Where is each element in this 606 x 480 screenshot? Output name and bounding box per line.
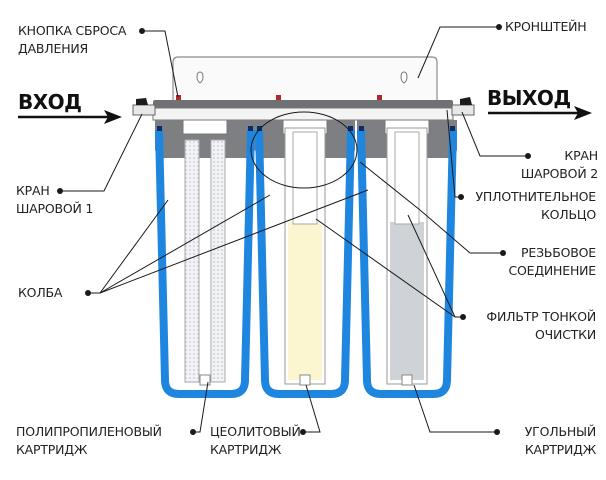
- pressure-button-2: [276, 95, 281, 100]
- leader-carbon: [413, 384, 497, 433]
- label-ball-valve-1: КРАН ШАРОВОЙ 1: [16, 183, 94, 216]
- bracket-slot-right: [400, 71, 408, 84]
- inlet-label: ВХОД: [18, 90, 82, 114]
- outlet-arrow: [488, 106, 592, 120]
- cartridge-core: [394, 131, 420, 225]
- bracket: [172, 56, 438, 100]
- label-fine-filter: ФИЛЬТР ТОНКОЙ ОЧИСТКИ: [486, 309, 596, 342]
- leader-flask-2: [99, 194, 271, 294]
- ball-valve-1: [132, 98, 156, 116]
- leader-valve-2: [461, 111, 528, 157]
- leader-valve-1: [60, 113, 143, 192]
- cartridge-core: [292, 131, 318, 225]
- outlet-label: ВЫХОД: [487, 86, 571, 110]
- ball-valve-2: [451, 97, 475, 116]
- flask-wall: [155, 129, 255, 398]
- cartridge-base: [401, 374, 413, 386]
- label-bracket: КРОНШТЕЙН: [505, 19, 587, 34]
- cartridge-base: [199, 374, 211, 386]
- leader-flask-3: [99, 189, 369, 294]
- pressure-button-3: [377, 95, 382, 100]
- label-carbon-cartridge: УГОЛЬНЫЙ КАРТРИДЖ: [524, 424, 596, 457]
- thread-highlight: [250, 111, 358, 189]
- leader-bracket: [417, 26, 499, 79]
- pp-cartridge-right: [210, 139, 226, 383]
- leader-flask-1: [88, 199, 169, 294]
- label-flask: КОЛБА: [18, 285, 63, 300]
- inlet-arrow: [18, 110, 122, 124]
- leader-pressure-button: [142, 30, 179, 98]
- bracket-slot-left: [196, 71, 204, 84]
- leader-pp: [193, 381, 209, 433]
- flask-wall: [357, 129, 457, 398]
- cartridge-media: [390, 222, 424, 380]
- cartridge-media: [288, 222, 322, 380]
- seal-ring: [348, 126, 353, 131]
- flask-wall: [255, 129, 355, 398]
- seal-ring: [450, 126, 455, 131]
- flask-polypropylene: [155, 119, 255, 398]
- leader-dots: [57, 24, 531, 435]
- leader-thread: [359, 161, 503, 254]
- pressure-button-1: [176, 95, 181, 100]
- label-threaded-connection: РЕЗЬБОВОЕ СОЕДИНЕНИЕ: [508, 245, 596, 278]
- label-ball-valve-2: КРАН ШАРОВОЙ 2: [520, 148, 598, 181]
- label-zeolite-cartridge: ЦЕОЛИТОВЫЙ КАРТРИДЖ: [210, 424, 301, 457]
- cartridge-base: [299, 374, 311, 386]
- flask-carbon: [357, 119, 457, 398]
- label-pressure-button: КНОПКА СБРОСА ДАВЛЕНИЯ: [18, 23, 127, 56]
- pp-cartridge-left: [184, 139, 200, 383]
- label-seal-ring: УПЛОТНИТЕЛЬНОЕ КОЛЬЦО: [475, 189, 597, 222]
- seal-ring: [359, 126, 364, 131]
- seal-ring: [248, 126, 253, 131]
- seal-ring: [157, 126, 162, 131]
- leader-zeolite: [303, 384, 321, 433]
- label-pp-cartridge: ПОЛИПРОПИЛЕНОВЫЙ КАРТРИДЖ: [16, 424, 162, 457]
- leader-fine-filter-2: [407, 214, 456, 318]
- flask-zeolite: [255, 119, 355, 398]
- housing-cap: [155, 120, 255, 159]
